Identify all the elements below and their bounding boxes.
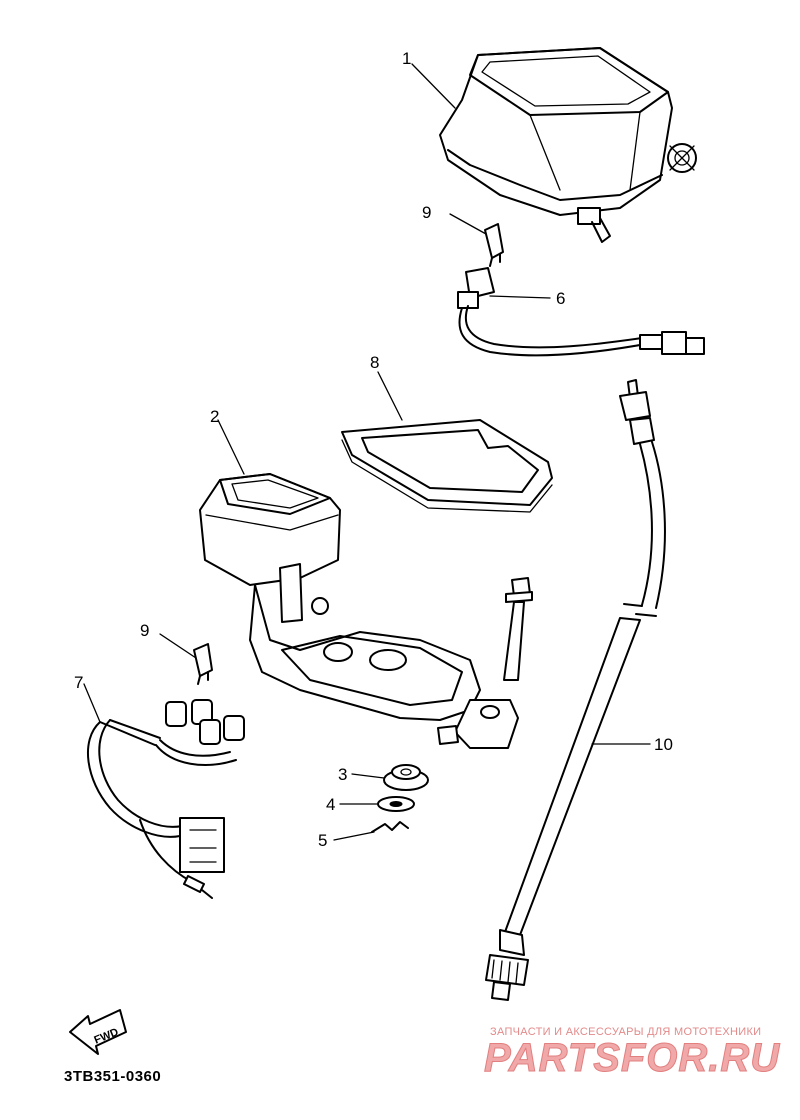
diagram-code: 3TB351-0360 — [64, 1068, 162, 1085]
callout-3: 3 — [338, 765, 347, 784]
fwd-arrow-icon: FWD — [69, 1009, 127, 1055]
callout-6: 6 — [556, 289, 565, 308]
part-2-meter-housing — [199, 473, 519, 749]
callout-5: 5 — [318, 831, 327, 850]
part-8-gasket — [341, 419, 553, 513]
leader-lines — [83, 63, 651, 841]
part-7-socket-harness — [87, 699, 245, 899]
callout-1: 1 — [402, 49, 411, 68]
part-3-grommet — [383, 764, 429, 791]
part-1-speedometer — [439, 47, 697, 243]
part-6-socket-cord — [457, 267, 705, 357]
part-10-speedo-cable — [485, 379, 666, 1001]
mounting-bolt — [503, 577, 533, 681]
part-4-washer — [377, 796, 415, 812]
callout-8: 8 — [370, 353, 379, 372]
callout-9-lower: 9 — [140, 621, 149, 640]
callout-10: 10 — [654, 735, 673, 754]
callout-4: 4 — [326, 795, 335, 814]
callout-9-upper: 9 — [422, 203, 431, 222]
callout-2: 2 — [210, 407, 219, 426]
watermark-logo: PARTSFOR.RU — [483, 1036, 781, 1081]
part-9-bulb-lower — [193, 643, 213, 685]
watermark-tagline: ЗАПЧАСТИ И АКСЕССУАРЫ ДЛЯ МОТОТЕХНИКИ — [490, 1026, 762, 1038]
part-9-bulb-upper — [484, 223, 504, 267]
callout-labels: 1 2 3 4 5 6 7 8 9 9 10 — [74, 49, 673, 850]
part-5-clip — [371, 821, 409, 833]
callout-7: 7 — [74, 673, 83, 692]
